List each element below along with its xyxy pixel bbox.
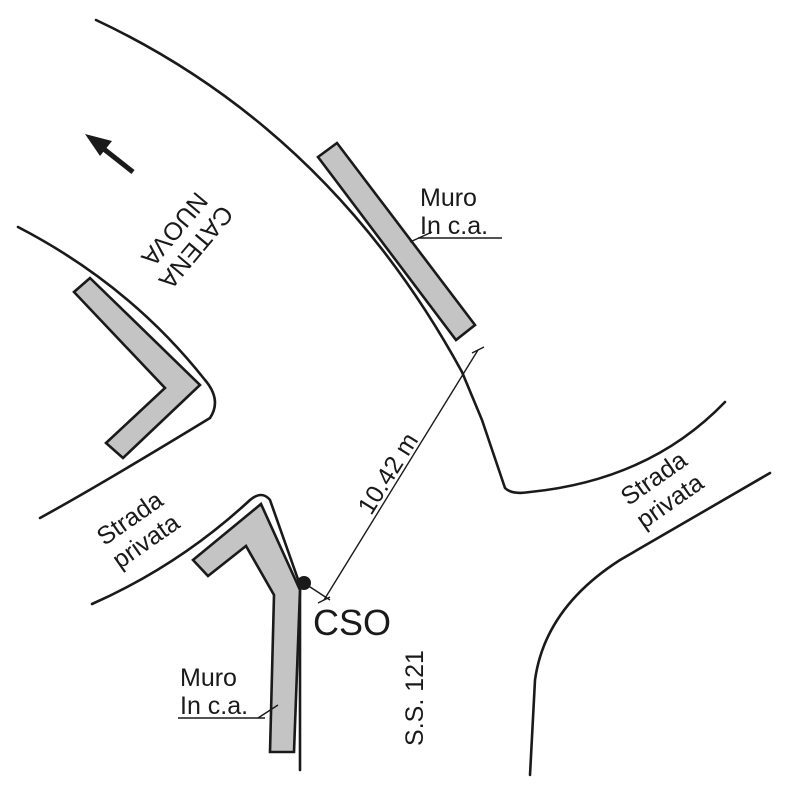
wall-upper-label-line2: In c.a. xyxy=(420,212,488,240)
direction-arrow xyxy=(85,134,135,174)
wall-west-chevron xyxy=(72,276,202,460)
distance-tick-end xyxy=(471,346,485,354)
wall-lower-label-line1: Muro xyxy=(180,664,237,692)
arrow-head-icon xyxy=(85,134,112,156)
road-name-label: CATENA NUOVA xyxy=(135,187,238,295)
distance-line xyxy=(323,349,479,601)
main-road-west-upper-edge xyxy=(16,225,217,520)
main-road-east-edge xyxy=(94,18,727,495)
highway-label: S.S. 121 xyxy=(401,650,429,746)
main-road-west-lower-edge xyxy=(90,493,302,772)
cso-label: CSO xyxy=(313,602,391,643)
distance-label: 10.42 m xyxy=(352,428,424,519)
wall-lower-l-shape xyxy=(191,501,302,754)
cso-leader xyxy=(303,582,331,601)
wall-upper-right xyxy=(316,141,477,342)
wall-upper-label-line1: Muro xyxy=(420,184,477,212)
wall-upper-leader xyxy=(409,231,433,243)
private-road-right-label: Strada privata xyxy=(616,446,709,535)
private-road-east-lower-edge xyxy=(528,471,772,777)
wall-lower-leader xyxy=(257,704,279,719)
wall-lower-label-line2: In c.a. xyxy=(180,692,248,720)
